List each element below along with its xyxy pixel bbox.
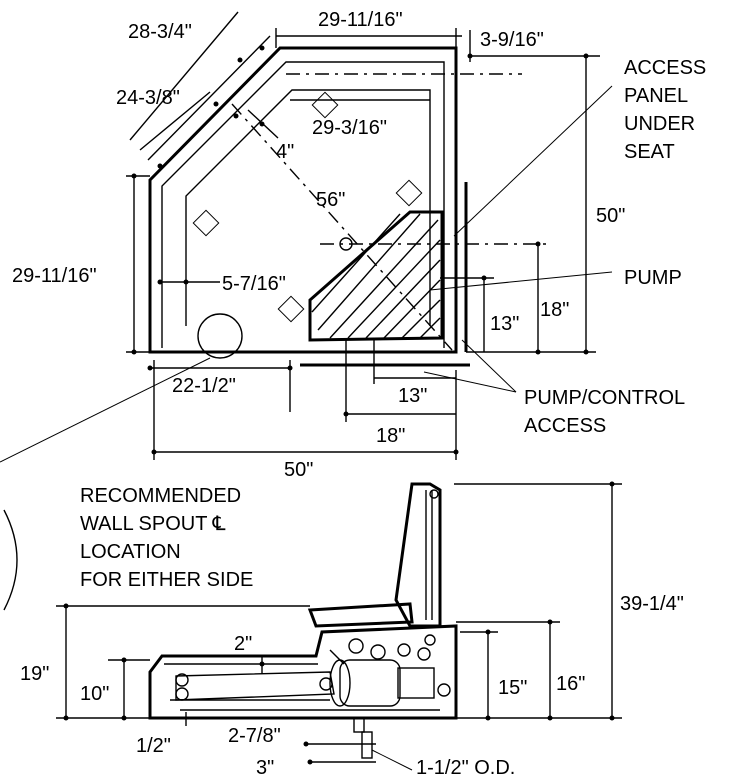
leader-spout [0,357,211,463]
svg-text:PANEL: PANEL [624,85,688,107]
leader-pump [429,271,613,291]
label-half-in: 1/2" [136,735,171,757]
label-seat-height: 39-1/4" [620,593,684,615]
note-pump: PUMP [624,267,682,289]
svg-text:FOR EITHER SIDE: FOR EITHER SIDE [80,569,253,591]
seat-back [394,482,442,628]
label-pump-13-h: 13" [398,385,427,407]
tub-side-body [148,624,458,720]
drain-pipe [353,717,365,733]
jet-diamond-icon [192,209,220,237]
label-overall-depth: 50" [596,205,625,227]
jet-diamond-icon [311,91,339,119]
tub-rim-line [161,61,445,348]
dim-diag-outer-ext [129,11,239,141]
dim-diag-inner [139,91,211,151]
leader-pump-control-2 [461,339,517,393]
note-access-panel: ACCESS PANEL UNDER SEAT [624,57,706,163]
label-spout-distance: 22-1/2" [172,375,236,397]
drain-outlet [361,731,373,759]
pump-motor [319,634,451,707]
label-diag-inner: 24-3/8" [116,87,180,109]
label-pump-13-v: 13" [490,313,519,335]
leader-drain-od [371,749,413,771]
note-pump-control: PUMP/CONTROL ACCESS [524,387,685,437]
jet-diamond-icon [395,179,423,207]
label-diag-outer: 28-3/4" [128,21,192,43]
label-height-19: 19" [20,663,49,685]
leader-access-panel [453,85,613,237]
label-drain-offset-1: 2-7/8" [228,725,281,747]
label-drain-offset-2: 3" [256,757,274,777]
label-overall-width: 50" [284,459,313,481]
plan-view: 29-11/16" 3-9/16" 28-3/4" 24-3/8" 29-3/1… [0,9,706,481]
label-height-2: 2" [234,633,252,655]
label-pump-18-h: 18" [376,425,405,447]
label-height-15: 15" [498,677,527,699]
leader-pump-control-1 [423,371,517,393]
svg-text:ACCESS: ACCESS [524,415,606,437]
jet-diamond-icon [277,295,305,323]
label-spout-offset: 5-7/16" [222,273,286,295]
detail-circle-arc [3,509,18,611]
svg-text:RECOMMENDED: RECOMMENDED [80,485,241,507]
label-height-10: 10" [80,683,109,705]
svg-text:PUMP/CONTROL: PUMP/CONTROL [524,387,685,409]
label-four-in: 4" [276,141,294,163]
dim-diag-outer [147,35,271,161]
label-inner-width: 29-3/16" [312,117,387,139]
label-top-width: 29-11/16" [318,9,403,31]
tub-inner-basin [185,89,431,326]
svg-text:UNDER: UNDER [624,113,695,135]
note-spout-location: RECOMMENDED WALL SPOUT ℄ LOCATION FOR EI… [80,485,253,591]
label-left-depth: 29-11/16" [12,265,97,287]
label-top-right-offset: 3-9/16" [480,29,544,51]
label-pump-18-v: 18" [540,299,569,321]
diagonal-centerline [231,103,453,351]
corner-seat-hatched [308,210,444,342]
side-elevation: 39-1/4" 15" 16" 19" 10" 2" 1/2" [20,481,684,777]
label-drain-od: 1-1/2" O.D. [416,757,515,777]
svg-text:LOCATION: LOCATION [80,541,181,563]
seat-surface [307,602,414,628]
svg-text:ACCESS: ACCESS [624,57,706,79]
drain-circle [197,313,243,359]
svg-text:WALL SPOUT ℄: WALL SPOUT ℄ [80,513,226,535]
label-diagonal-56: 56" [316,189,345,211]
label-height-16: 16" [556,673,585,695]
tub-outer-outline [148,46,458,354]
svg-text:SEAT: SEAT [624,141,675,163]
